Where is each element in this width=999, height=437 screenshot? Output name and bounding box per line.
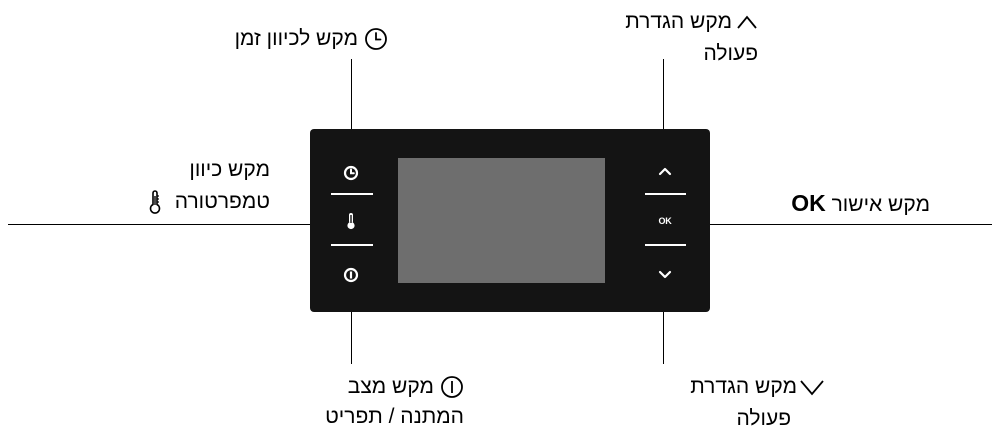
- timer-label-text: מקש לכיוון זמן: [234, 27, 358, 50]
- down-label: מקש הגדרת פעולה: [690, 371, 825, 435]
- temperature-button[interactable]: [331, 206, 371, 236]
- down-label-line2: פעולה: [736, 407, 792, 430]
- power-label-line1: מקש מצב: [347, 375, 434, 398]
- leader-line-power: [351, 312, 352, 364]
- temperature-label: מקש כיוון טמפרטורה: [147, 154, 270, 218]
- leader-line-ok: [710, 224, 992, 225]
- separator-left-1: [331, 193, 373, 195]
- up-button[interactable]: [645, 158, 685, 184]
- clock-icon: [343, 165, 359, 181]
- leader-line-temperature: [8, 224, 310, 225]
- temperature-label-line2: טמפרטורה: [174, 190, 270, 213]
- power-label: מקש מצב המתנה / תפריט: [325, 372, 464, 432]
- timer-label: מקש לכיוון זמן: [235, 25, 388, 53]
- down-button[interactable]: [645, 262, 685, 288]
- power-button[interactable]: [331, 261, 371, 289]
- separator-right-1: [645, 193, 686, 195]
- ok-button-label: OK: [658, 216, 672, 226]
- ok-label: מקש אישור OK: [791, 189, 930, 219]
- power-icon: [441, 376, 463, 399]
- leader-line-up: [663, 59, 664, 129]
- leader-line-timer: [351, 59, 352, 129]
- chevron-down-icon: [800, 380, 824, 396]
- separator-left-2: [331, 244, 373, 246]
- up-label-line2: פעולה: [703, 42, 759, 65]
- ok-button[interactable]: OK: [645, 208, 685, 234]
- ok-label-bold: OK: [791, 190, 826, 216]
- temperature-label-line1: מקש כיוון: [189, 158, 270, 181]
- down-label-line1: מקש הגדרת: [690, 375, 797, 398]
- thermometer-icon: [149, 190, 161, 215]
- display-screen: [398, 158, 605, 283]
- up-label-line1: מקש הגדרת: [625, 10, 732, 33]
- thermometer-icon: [347, 213, 355, 230]
- separator-right-2: [645, 244, 686, 246]
- timer-button[interactable]: [331, 160, 371, 186]
- chevron-down-icon: [658, 270, 672, 279]
- power-label-line2: המתנה / תפריט: [325, 405, 464, 428]
- leader-line-down: [663, 312, 664, 364]
- chevron-up-icon: [737, 16, 757, 30]
- clock-icon: [365, 28, 387, 51]
- power-icon: [343, 267, 359, 283]
- ok-label-prefix: מקש אישור: [831, 193, 930, 216]
- chevron-up-icon: [658, 167, 672, 176]
- up-label: מקש הגדרת פעולה: [625, 6, 758, 70]
